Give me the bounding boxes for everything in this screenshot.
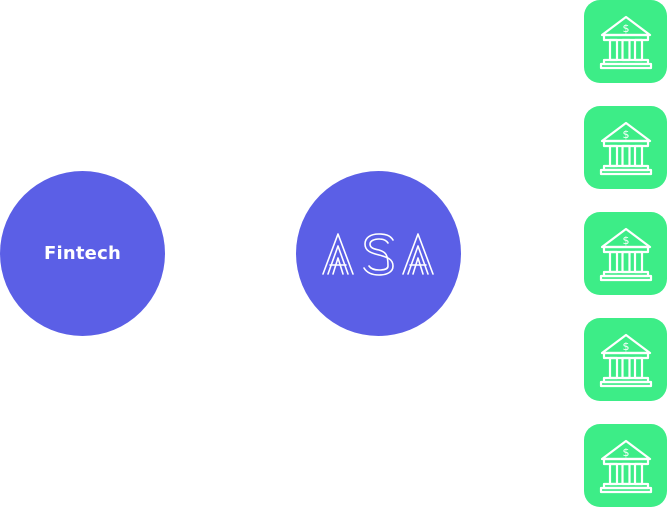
- bank-node-4: $: [584, 318, 667, 401]
- bank-node-1: $: [584, 0, 667, 83]
- svg-text:$: $: [622, 22, 629, 35]
- bank-node-3: $: [584, 212, 667, 295]
- svg-text:$: $: [622, 340, 629, 353]
- bank-node-2: $: [584, 106, 667, 189]
- bank-icon: $: [599, 121, 652, 175]
- svg-text:$: $: [622, 234, 629, 247]
- svg-text:$: $: [622, 446, 629, 459]
- svg-text:$: $: [622, 128, 629, 141]
- bank-icon: $: [599, 439, 652, 493]
- bank-node-5: $: [584, 424, 667, 507]
- bank-icon: $: [599, 15, 652, 69]
- bank-icon: $: [599, 227, 652, 281]
- asa-logo: [321, 232, 434, 276]
- fintech-node: Fintech: [0, 171, 165, 336]
- bank-icon: $: [599, 333, 652, 387]
- fintech-label: Fintech: [44, 243, 121, 264]
- asa-node: [296, 171, 461, 336]
